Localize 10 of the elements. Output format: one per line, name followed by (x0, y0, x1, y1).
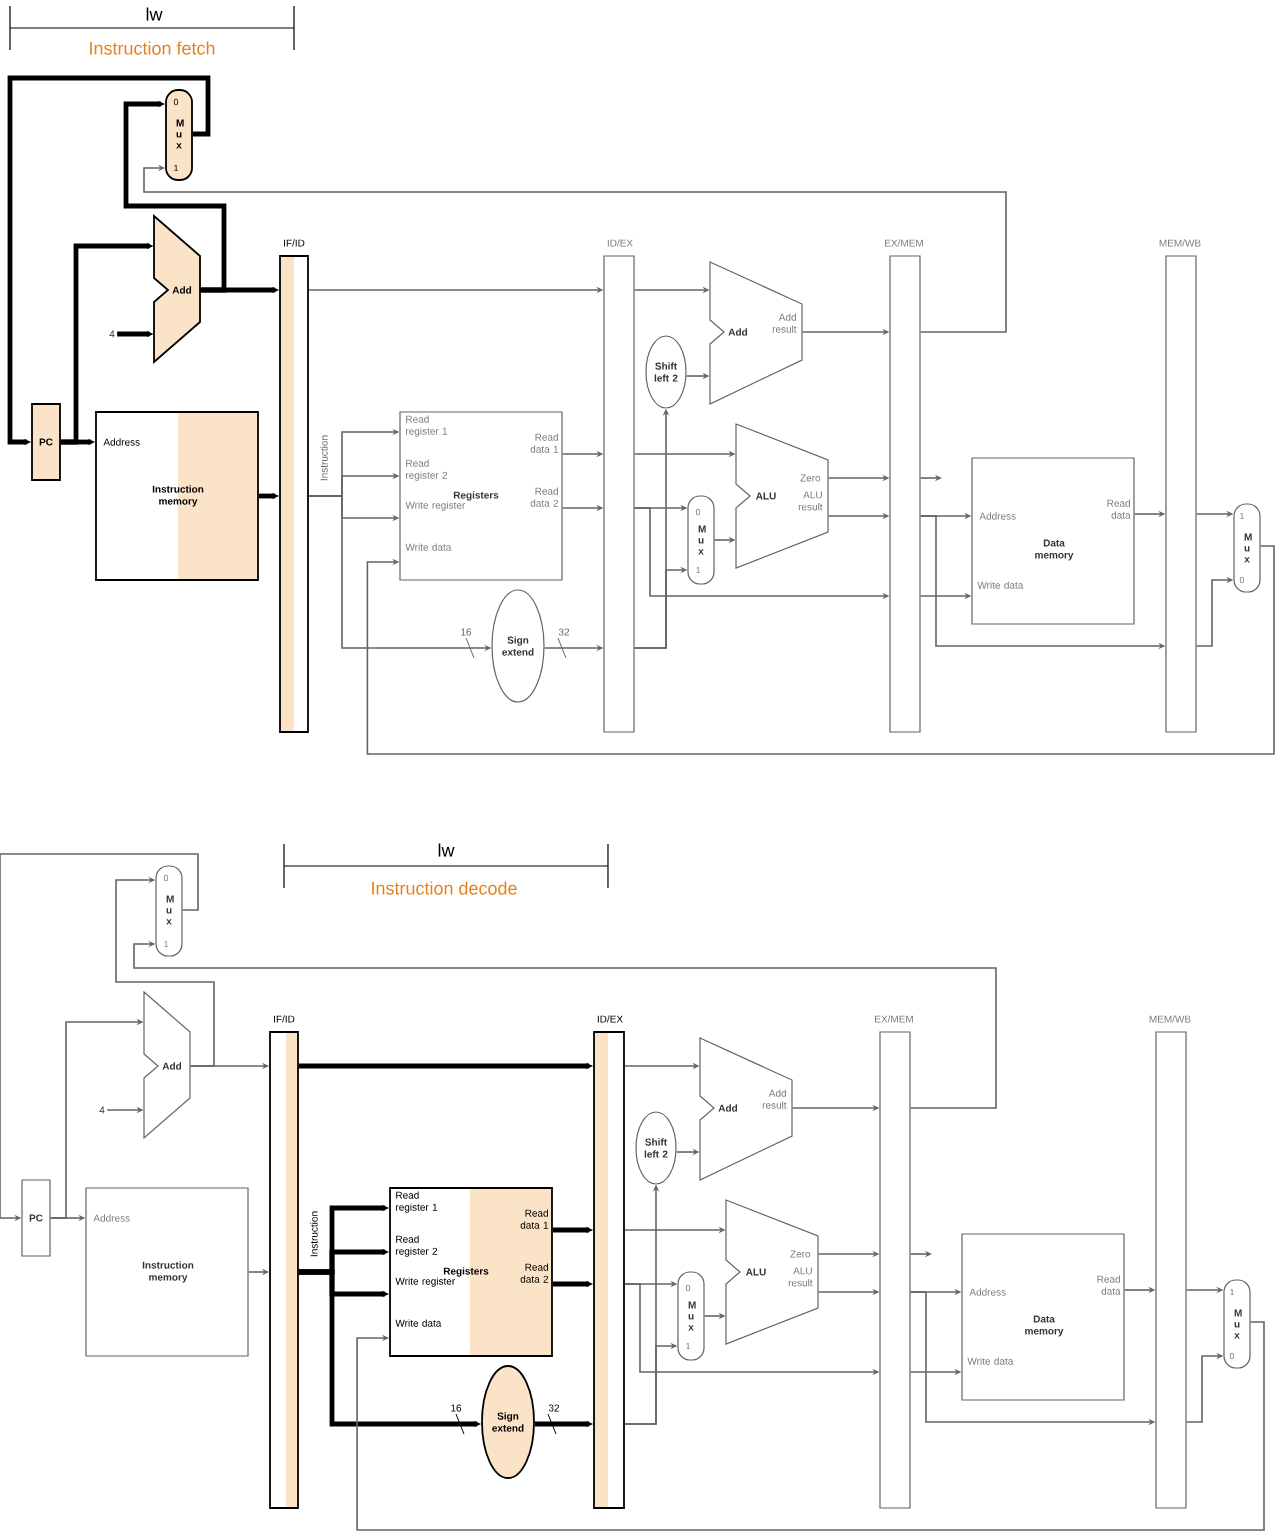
instruction-label: lw (146, 7, 163, 21)
stage-label: Instruction fetch (90, 41, 215, 55)
stage-label: Instruction decode (372, 881, 517, 895)
arrow (123, 100, 227, 293)
arrow (143, 164, 1007, 333)
arrow (356, 1321, 1265, 1531)
arrow (366, 545, 1275, 755)
instruction-label: lw (438, 843, 455, 857)
arrow (133, 940, 997, 1109)
arrow (115, 876, 215, 1067)
